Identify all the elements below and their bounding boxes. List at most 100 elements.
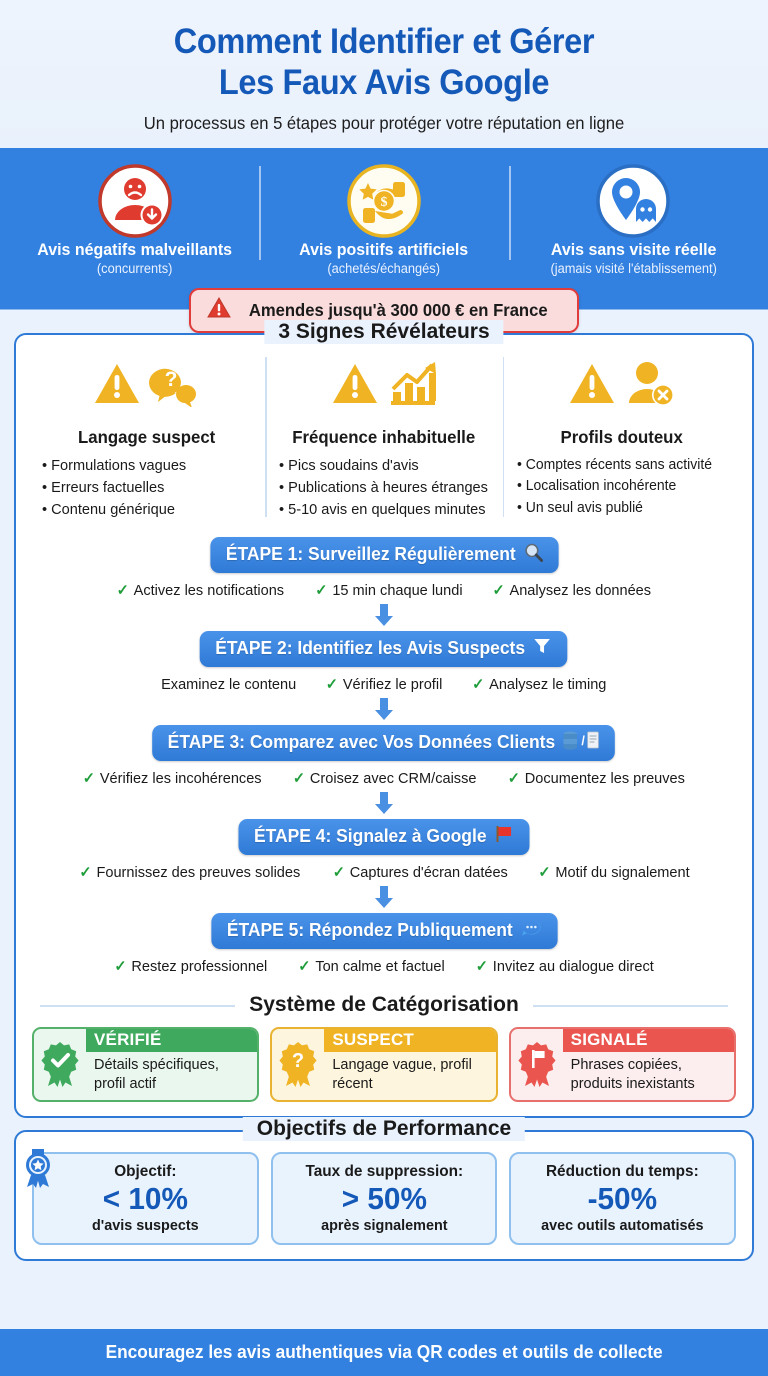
- step-3-items: ✓Vérifiez les incohérences ✓Croisez avec…: [28, 769, 740, 788]
- category-card-verified: VÉRIFIÉ Détails spécifiques, profil acti…: [32, 1027, 260, 1102]
- signs-section-title: 3 Signes Révélateurs: [264, 319, 504, 344]
- sign-column-profiles: Profils douteux Comptes récents sans act…: [502, 351, 740, 522]
- category-description: Phrases copiées, produits inexistants: [570, 1057, 695, 1092]
- banner-item-label: Avis négatifs malveillants: [37, 239, 233, 259]
- money-exchange-star-icon: $: [265, 162, 502, 240]
- goal-card-removal-rate: Taux de suppression: > 50% après signale…: [270, 1151, 498, 1246]
- step-item-text: Ton calme et factuel: [314, 957, 445, 975]
- sign-column-frequency: Fréquence inhabituelle Pics soudains d'a…: [265, 351, 502, 522]
- flow-arrow-icon: [28, 790, 740, 816]
- check-icon: ✓: [538, 864, 551, 882]
- step-4-pill[interactable]: ÉTAPE 4: Signalez à Google: [238, 819, 530, 856]
- check-icon: ✓: [492, 582, 506, 600]
- rosette-question-icon: ?: [272, 1029, 324, 1099]
- step-item: ✓Vérifiez le profil: [326, 675, 443, 694]
- categorization-title: Système de Catégorisation: [235, 993, 533, 1017]
- category-body: SIGNALÉ Phrases copiées, produits inexis…: [562, 1029, 734, 1099]
- banner-item-negative-reviews: Avis négatifs malveillants (concurrents): [10, 162, 259, 276]
- step-item: ✓Restez professionnel: [114, 957, 268, 976]
- warning-triangle-icon: [92, 361, 142, 411]
- categorization-title-divider: Système de Catégorisation: [28, 993, 740, 1017]
- banner-item-label: Avis positifs artificiels: [299, 239, 469, 259]
- step-1-row: ÉTAPE 1: Surveillez Régulièrement: [28, 537, 740, 574]
- fine-alert-text: Amendes jusqu'à 300 000 € en France: [248, 299, 548, 320]
- title-line-2: Les Faux Avis Google: [218, 62, 550, 102]
- step-item-text: Restez professionnel: [131, 957, 268, 975]
- sign-icons: ?: [36, 351, 257, 421]
- sign-bullets: Formulations vagues Erreurs factuelles C…: [36, 455, 257, 522]
- step-item: ✓15 min chaque lundi: [314, 581, 463, 600]
- category-label: SIGNALÉ: [562, 1029, 734, 1053]
- rosette-check-icon: [34, 1029, 86, 1099]
- goal-value: -50%: [587, 1180, 658, 1216]
- step-label: ÉTAPE 3: Comparez avec Vos Données Clien…: [167, 732, 556, 753]
- step-4-items: ✓Fournissez des preuves solides ✓Capture…: [28, 863, 740, 882]
- step-2-pill[interactable]: ÉTAPE 2: Identifiez les Avis Suspects: [199, 631, 569, 668]
- goal-sub: d'avis suspects: [91, 1217, 199, 1235]
- goal-sub: après signalement: [320, 1217, 448, 1235]
- sign-bullets: Comptes récents sans activité Localisati…: [511, 455, 732, 519]
- sign-bullet: Un seul avis publié: [517, 498, 726, 519]
- question-speech-bubble-icon: ?: [149, 359, 201, 412]
- sign-bullet: Erreurs factuelles: [42, 477, 251, 499]
- step-5-pill[interactable]: ÉTAPE 5: Répondez Publiquement: [210, 913, 557, 950]
- check-icon: ✓: [326, 676, 339, 694]
- check-icon: ✓: [79, 864, 92, 882]
- sign-heading: Profils douteux: [560, 426, 683, 447]
- step-item-text: 15 min chaque lundi: [331, 581, 463, 599]
- rising-bar-chart-icon: [387, 359, 439, 412]
- check-icon: ✓: [82, 770, 95, 788]
- step-label: ÉTAPE 2: Identifiez les Avis Suspects: [215, 638, 526, 659]
- flow-arrow-icon: [28, 696, 740, 722]
- sign-bullets: Pics soudains d'avis Publications à heur…: [273, 455, 494, 522]
- step-item-text: Motif du signalement: [555, 863, 690, 881]
- sign-bullet: Formulations vagues: [42, 455, 251, 477]
- svg-text:/: /: [582, 733, 586, 748]
- page-subtitle: Un processus en 5 étapes pour protéger v…: [143, 112, 625, 133]
- footer-text: Encouragez les avis authentiques via QR …: [105, 1342, 663, 1362]
- sign-icons: [511, 351, 732, 421]
- fine-alert-wrapper: Amendes jusqu'à 300 000 € en France: [0, 287, 768, 333]
- goal-cards: Objectif: < 10% d'avis suspects Taux de …: [26, 1148, 740, 1248]
- page-title: Comment Identifier et Gérer Les Faux Avi…: [45, 22, 722, 104]
- step-1-pill[interactable]: ÉTAPE 1: Surveillez Régulièrement: [209, 537, 558, 574]
- map-pin-ghost-icon: [515, 162, 752, 240]
- goal-sub: avec outils automatisés: [541, 1217, 704, 1235]
- sign-heading: Fréquence inhabituelle: [292, 426, 476, 447]
- category-body: VÉRIFIÉ Détails spécifiques, profil acti…: [86, 1029, 258, 1099]
- category-body: SUSPECT Langage vague, profil récent: [324, 1029, 496, 1099]
- step-item: Examinez le contenu: [161, 675, 296, 693]
- step-2-items: Examinez le contenu ✓Vérifiez le profil …: [28, 675, 740, 694]
- sign-bullet: Pics soudains d'avis: [279, 455, 488, 477]
- goal-label: Objectif:: [114, 1162, 177, 1180]
- check-icon: ✓: [508, 770, 521, 788]
- check-icon: ✓: [116, 582, 129, 600]
- step-item: ✓Croisez avec CRM/caisse: [293, 769, 477, 788]
- category-label: VÉRIFIÉ: [86, 1029, 258, 1053]
- check-icon: ✓: [114, 958, 127, 976]
- step-4-row: ÉTAPE 4: Signalez à Google: [28, 819, 740, 856]
- signs-and-steps-panel: 3 Signes Révélateurs: [14, 319, 754, 1118]
- step-item-text: Examinez le contenu: [161, 675, 297, 693]
- sad-user-down-arrow-icon: [16, 162, 253, 240]
- database-receipt-icon: /: [563, 730, 600, 755]
- sign-bullet: Localisation incohérente: [517, 476, 726, 497]
- check-icon: ✓: [314, 582, 328, 600]
- goals-panel: Objectifs de Performance Objectif: < 10%: [14, 1116, 754, 1262]
- category-card-flagged: SIGNALÉ Phrases copiées, produits inexis…: [508, 1027, 736, 1102]
- fake-review-types-banner: Avis négatifs malveillants (concurrents)…: [0, 147, 768, 288]
- footer-banner: Encouragez les avis authentiques via QR …: [0, 1329, 768, 1376]
- step-3-pill[interactable]: ÉTAPE 3: Comparez avec Vos Données Clien…: [152, 725, 616, 762]
- banner-item-paid-reviews: $ Avis positifs artificiels (achetés/éch…: [259, 162, 508, 276]
- sign-bullet: 5-10 avis en quelques minutes: [279, 499, 488, 521]
- svg-text:?: ?: [292, 1050, 304, 1072]
- speech-balloon-icon: [520, 918, 541, 943]
- step-item: ✓Ton calme et factuel: [298, 957, 445, 976]
- step-5-row: ÉTAPE 5: Répondez Publiquement: [28, 913, 740, 950]
- category-description: Langage vague, profil récent: [332, 1057, 472, 1092]
- step-item-text: Activez les notifications: [133, 581, 285, 599]
- step-item-text: Vérifiez le profil: [343, 675, 443, 693]
- red-flag-icon: [494, 824, 513, 849]
- goal-label: Réduction du temps:: [546, 1162, 700, 1180]
